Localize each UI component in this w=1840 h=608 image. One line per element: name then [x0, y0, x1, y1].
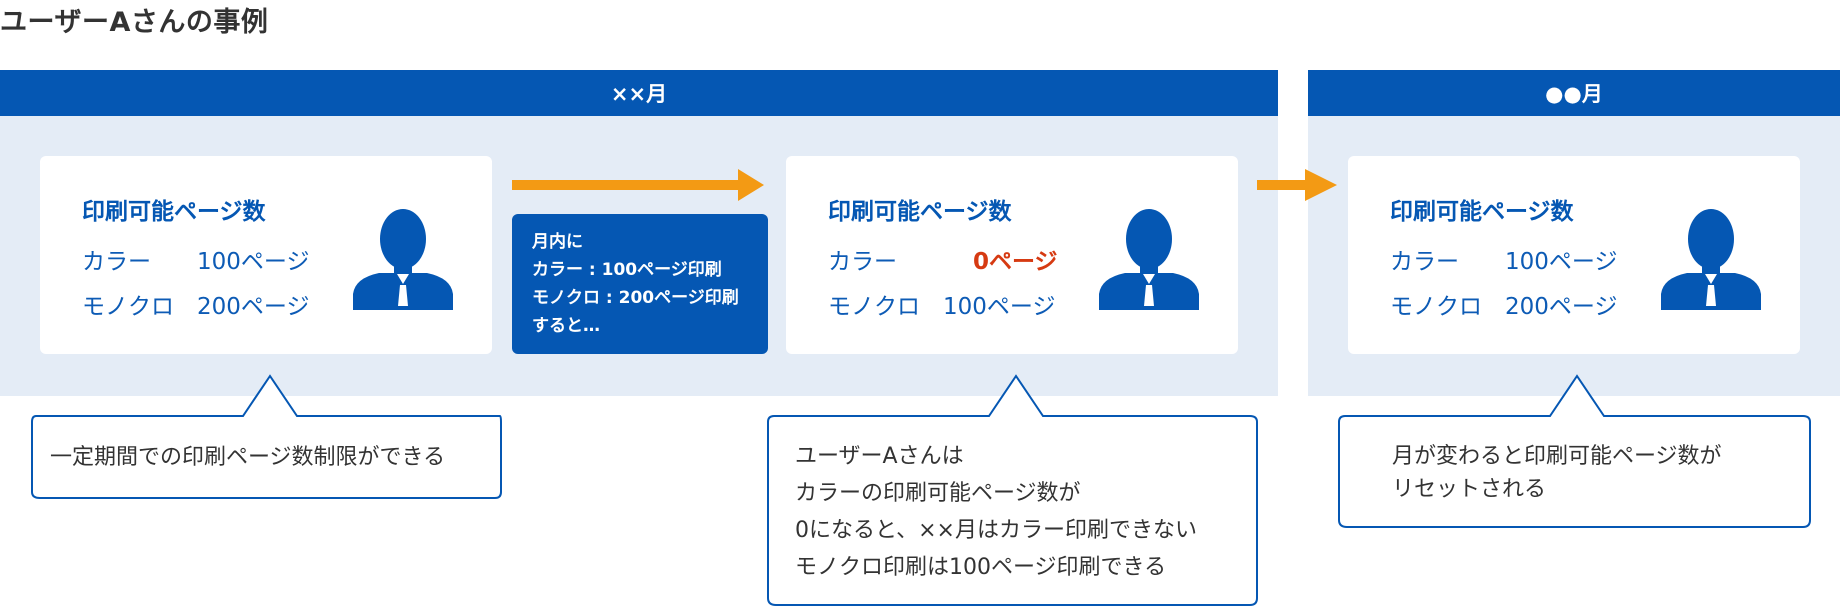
color-value: 0ページ — [973, 249, 1058, 275]
callout-bubble — [767, 374, 1258, 606]
mono-quota-row: モノクロ 100ページ — [828, 287, 1055, 321]
color-quota-row: カラー 0ページ — [828, 242, 1058, 276]
color-label: カラー — [828, 249, 897, 275]
color-value: 100ページ — [1505, 249, 1618, 275]
month-header-next: ●●月 — [1308, 70, 1840, 116]
callout-bubble — [1338, 374, 1811, 528]
color-label: カラー — [82, 249, 151, 275]
month-header-current-label: ××月 — [610, 82, 668, 106]
note-line: 月内に — [532, 232, 583, 252]
print-quota-card-initial: 印刷可能ページ数 カラー 100ページ モノクロ 200ページ — [40, 156, 492, 354]
callout-line: ユーザーAさんは — [795, 444, 964, 469]
mono-label: モノクロ — [828, 294, 920, 320]
month-header-next-label: ●●月 — [1545, 82, 1603, 106]
callout-line: 一定期間での印刷ページ数制限ができる — [50, 445, 446, 470]
month-header-current: ××月 — [0, 70, 1278, 116]
card-title: 印刷可能ページ数 — [828, 199, 1012, 225]
callout-line: リセットされる — [1392, 477, 1547, 502]
page-title: ユーザーAさんの事例 — [0, 7, 269, 38]
color-quota-row: カラー 100ページ — [82, 242, 309, 276]
print-quota-card-reset: 印刷可能ページ数 カラー 100ページ モノクロ 200ページ — [1348, 156, 1800, 354]
mono-quota-row: モノクロ 200ページ — [82, 287, 309, 321]
callout-text: 一定期間での印刷ページ数制限ができる — [50, 439, 445, 476]
callout-line: カラーの印刷可能ページ数が — [795, 481, 1081, 506]
arrow-right-icon — [1257, 169, 1337, 201]
color-quota-row: カラー 100ページ — [1390, 242, 1617, 276]
usage-note-box: 月内に カラー : 100ページ印刷 モノクロ : 200ページ印刷 すると… — [512, 214, 768, 354]
print-quota-card-after-usage: 印刷可能ページ数 カラー 0ページ モノクロ 100ページ — [786, 156, 1238, 354]
mono-label: モノクロ — [1390, 294, 1482, 320]
user-silhouette-icon — [353, 209, 453, 310]
mono-quota-row: モノクロ 200ページ — [1390, 287, 1617, 321]
arrow-right-icon — [512, 169, 764, 201]
callout-text: 月が変わると印刷可能ページ数が リセットされる — [1392, 440, 1722, 506]
user-silhouette-icon — [1099, 209, 1199, 310]
mono-label: モノクロ — [82, 294, 174, 320]
callout-text: ユーザーAさんは カラーの印刷可能ページ数が 0になると、××月はカラー印刷でき… — [795, 438, 1197, 586]
mono-value: 200ページ — [1505, 294, 1618, 320]
color-label: カラー — [1390, 249, 1459, 275]
note-line: カラー : 100ページ印刷 — [532, 260, 722, 280]
callout-line: 0になると、××月はカラー印刷できない — [795, 518, 1197, 543]
callout-bubble — [31, 374, 502, 499]
note-line: モノクロ : 200ページ印刷 — [532, 288, 739, 308]
card-title: 印刷可能ページ数 — [82, 199, 266, 225]
callout-line: 月が変わると印刷可能ページ数が — [1392, 444, 1722, 469]
callout-line: モノクロ印刷は100ページ印刷できる — [795, 555, 1167, 580]
card-title: 印刷可能ページ数 — [1390, 199, 1574, 225]
mono-value: 100ページ — [943, 294, 1056, 320]
note-line: すると… — [532, 316, 600, 336]
color-value: 100ページ — [197, 249, 310, 275]
user-silhouette-icon — [1661, 209, 1761, 310]
mono-value: 200ページ — [197, 294, 310, 320]
